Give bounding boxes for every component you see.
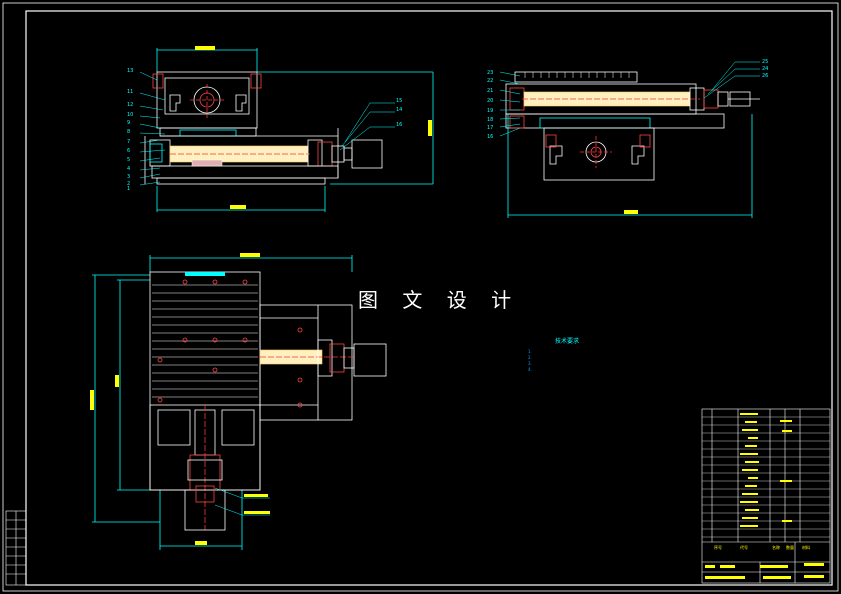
- title-block-header-code: 代号: [740, 545, 748, 550]
- balloon-label: 15: [396, 98, 402, 104]
- bolt-hole: [242, 337, 248, 343]
- annotation-tag-1: [244, 494, 268, 497]
- balloon-label: 11: [127, 89, 133, 95]
- annotation-tag-2: [244, 511, 270, 514]
- balloon-label: 2: [127, 181, 130, 187]
- binding-margin-block: [5, 510, 27, 586]
- balloon-label: 7: [127, 139, 130, 145]
- tech-requirement-line: 3.: [528, 361, 532, 366]
- side-view-balloons: [499, 61, 760, 137]
- front-view-balloon-labels: 13 11 12 10 9 8 7 6 5 4 321: [127, 68, 133, 192]
- balloon-label: 18: [487, 117, 493, 123]
- tech-requirements-list: 1. 2. 3. 4.: [528, 349, 532, 373]
- title-block-header-name: 名称: [772, 545, 780, 550]
- side-view: [505, 71, 760, 218]
- bolt-hole: [297, 402, 303, 408]
- tech-requirements-title: 技术要求: [555, 338, 580, 345]
- bolt-hole: [212, 337, 218, 343]
- tech-requirement-line: 2.: [528, 355, 532, 360]
- balloon-label: 26: [762, 73, 768, 79]
- bolt-hole: [242, 279, 248, 285]
- side-view-balloon-labels: 23 22 21 20 19 18 17 16: [487, 70, 493, 140]
- balloon-label: 10: [127, 112, 133, 118]
- title-block: [701, 408, 831, 584]
- balloon-label: 6: [127, 148, 130, 154]
- balloon-label: 19: [487, 108, 493, 114]
- front-view-right-balloon-labels: 15 14 16: [396, 98, 402, 128]
- bolt-hole: [212, 279, 218, 285]
- bolt-hole: [212, 367, 218, 373]
- top-view: [90, 253, 387, 550]
- title-block-header-material: 材料: [802, 545, 810, 550]
- bolt-hole: [182, 337, 188, 343]
- balloon-label: 4: [127, 166, 130, 172]
- balloon-label: 16: [487, 134, 493, 140]
- balloon-label: 24: [762, 66, 768, 72]
- bolt-hole: [297, 377, 303, 383]
- inner-frame: [25, 10, 833, 586]
- bolt-hole: [182, 279, 188, 285]
- tech-requirement-line: 1.: [528, 349, 532, 354]
- balloon-label: 17: [487, 125, 493, 131]
- balloon-label: 3: [127, 174, 130, 180]
- watermark-text: 图 文 设 计: [356, 284, 523, 313]
- balloon-label: 25: [762, 59, 768, 65]
- title-block-header-qty: 数量: [786, 545, 794, 550]
- top-view-annotations: [214, 487, 270, 516]
- tech-requirement-line: 4.: [528, 367, 532, 372]
- title-block-fills: [705, 413, 824, 579]
- balloon-label: 9: [127, 120, 130, 126]
- balloon-label: 23: [487, 70, 493, 76]
- bolt-hole: [157, 397, 163, 403]
- bolt-hole: [297, 327, 303, 333]
- balloon-label: 21: [487, 88, 493, 94]
- balloon-label: 5: [127, 157, 130, 163]
- bolt-hole: [157, 357, 163, 363]
- title-block-header-seq: 序号: [714, 545, 722, 550]
- front-view: [144, 46, 434, 212]
- balloon-label: 14: [396, 107, 402, 113]
- balloon-label: 20: [487, 98, 493, 104]
- balloon-label: 1: [127, 186, 130, 192]
- balloon-label: 13: [127, 68, 133, 74]
- front-view-balloons: [139, 71, 395, 186]
- balloon-label: 22: [487, 78, 493, 84]
- balloon-label: 16: [396, 122, 402, 128]
- balloon-label: 8: [127, 129, 130, 135]
- balloon-label: 12: [127, 102, 133, 108]
